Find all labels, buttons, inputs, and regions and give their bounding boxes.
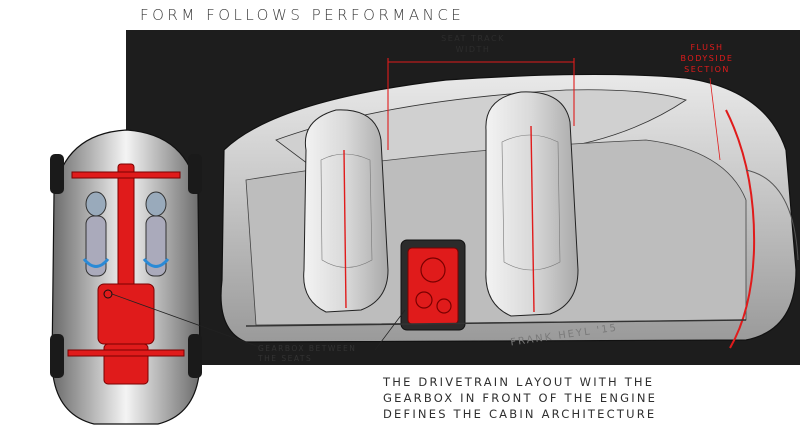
cabin-cutaway-sketch — [220, 58, 799, 349]
callout-seat-track-width-text: SEAT TRACK WIDTH — [441, 34, 505, 54]
callout-gearbox: GEARBOX BETWEEN THE SEATS — [258, 344, 378, 364]
callout-gearbox-text: GEARBOX BETWEEN THE SEATS — [258, 344, 357, 363]
caption-line-1: THE DRIVETRAIN LAYOUT WITH THE — [383, 375, 655, 389]
callout-flush-bodyside-text: FLUSH BODYSIDE SECTION — [680, 43, 734, 74]
sketch-caption: THE DRIVETRAIN LAYOUT WITH THE GEARBOX I… — [383, 374, 763, 422]
callout-flush-bodyside: FLUSH BODYSIDE SECTION — [672, 42, 742, 75]
car-top-view-sketch — [50, 129, 202, 425]
occupant-left — [82, 191, 110, 277]
caption-line-2: GEARBOX IN FRONT OF THE ENGINE — [383, 391, 658, 405]
cabin-cutaway-panel — [126, 30, 800, 365]
caption-line-3: DEFINES THE CABIN ARCHITECTURE — [383, 407, 657, 421]
left-seat — [303, 109, 389, 313]
gearbox-between-seats — [400, 239, 466, 331]
sketch-headline: FORM FOLLOWS PERFORMANCE — [140, 6, 465, 24]
occupant-right — [142, 191, 170, 277]
callout-seat-track-width: SEAT TRACK WIDTH — [418, 33, 528, 55]
right-seat — [485, 91, 579, 317]
